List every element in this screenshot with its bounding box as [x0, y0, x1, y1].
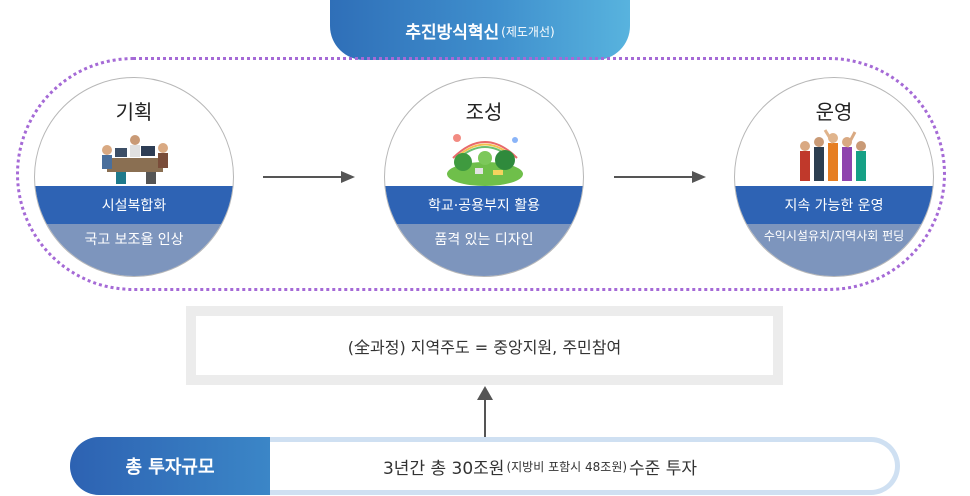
investment-suffix: 수준 투자	[629, 458, 698, 479]
process-container	[16, 57, 946, 291]
principle-text: (全과정) 지역주도 = 중앙지원, 주민참여	[196, 316, 773, 375]
stage-sub-label: 수익시설유치/ 지역사회 펀딩	[735, 224, 933, 276]
up-arrow-icon	[477, 386, 493, 438]
investment-text: 3년간 총 30조원 (지방비 포함시 48조원) 수준 투자	[270, 437, 810, 495]
right-arrow-icon	[263, 171, 355, 183]
stage-planning: 기획 시설복합화 국고 보조율 인상	[34, 77, 234, 277]
meeting-people-icon	[102, 135, 168, 184]
crowd-icon	[800, 129, 866, 181]
stage-sub-line: 지역사회 펀딩	[834, 229, 905, 243]
stage-construction: 조성 학교·공용부지 활용 품격 있는 디자인	[384, 77, 584, 277]
stage-title: 조성	[465, 100, 503, 124]
header-title: 추진방식혁신	[405, 22, 500, 43]
stage-title: 운영	[815, 100, 853, 124]
park-landscape-icon	[447, 134, 523, 186]
investment-amount: 3년간 총 30조원	[382, 458, 505, 479]
stage-main-label: 시설복합화	[35, 186, 233, 224]
right-arrow-icon	[614, 171, 706, 183]
investment-note: (지방비 포함시 48조원)	[506, 459, 628, 474]
stage-operation: 운영 지속 가능한 운영 수익시설유치/ 지역사회 펀딩	[734, 77, 934, 277]
stage-main-label: 학교·공용부지 활용	[385, 186, 583, 224]
header-tab: 추진방식혁신 (제도개선)	[330, 0, 630, 60]
stage-sub-label: 국고 보조율 인상	[35, 224, 233, 276]
stage-title: 기획	[115, 100, 153, 124]
header-subtitle: (제도개선)	[501, 25, 555, 39]
stage-sub-line: 수익시설유치/	[763, 229, 835, 243]
stage-main-label: 지속 가능한 운영	[735, 186, 933, 224]
investment-label: 총 투자규모	[70, 437, 270, 495]
stage-sub-label: 품격 있는 디자인	[385, 224, 583, 276]
